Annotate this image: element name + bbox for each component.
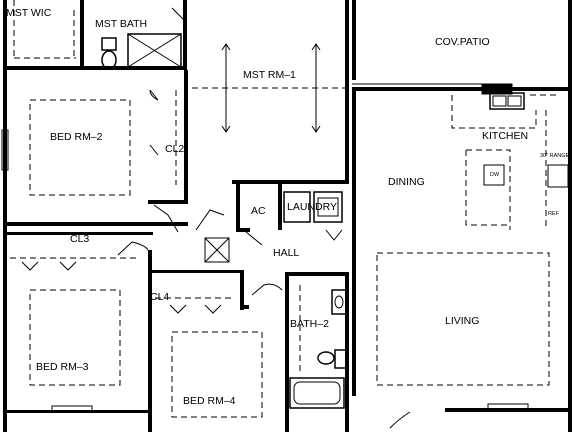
label-ref: REF: [548, 211, 560, 217]
dashed-lines: [10, 0, 560, 418]
fixtures: [101, 33, 569, 409]
label-cl2: CL2: [165, 143, 184, 155]
label-mst-wic: MST WIC: [6, 7, 52, 19]
label-ac: AC: [251, 205, 266, 217]
label-laundry: LAUNDRY: [287, 201, 337, 213]
label-cl4: CL4: [150, 291, 169, 303]
windows: [1, 83, 529, 413]
label-bed-rm4: BED RM–4: [183, 395, 236, 407]
label-bed-rm2: BED RM–2: [50, 131, 103, 143]
label-range: 30" RANGE: [540, 153, 569, 159]
doors: [21, 7, 411, 429]
label-mst-bath: MST BATH: [95, 18, 147, 30]
label-bath2: BATH–2: [290, 318, 329, 330]
label-mst-rm1: MST RM–1: [243, 69, 296, 81]
walls: [3, 0, 572, 432]
label-cl3: CL3: [70, 233, 89, 245]
room-labels: MST WIC MST BATH MST RM–1 COV.PATIO BED …: [6, 7, 569, 407]
label-bed-rm3: BED RM–3: [36, 361, 89, 373]
label-cov-patio: COV.PATIO: [435, 36, 490, 48]
label-living: LIVING: [445, 315, 479, 327]
label-dining: DINING: [388, 176, 425, 188]
label-hall: HALL: [273, 247, 299, 259]
label-kitchen: KITCHEN: [482, 130, 528, 142]
label-dw: DW: [490, 172, 500, 178]
